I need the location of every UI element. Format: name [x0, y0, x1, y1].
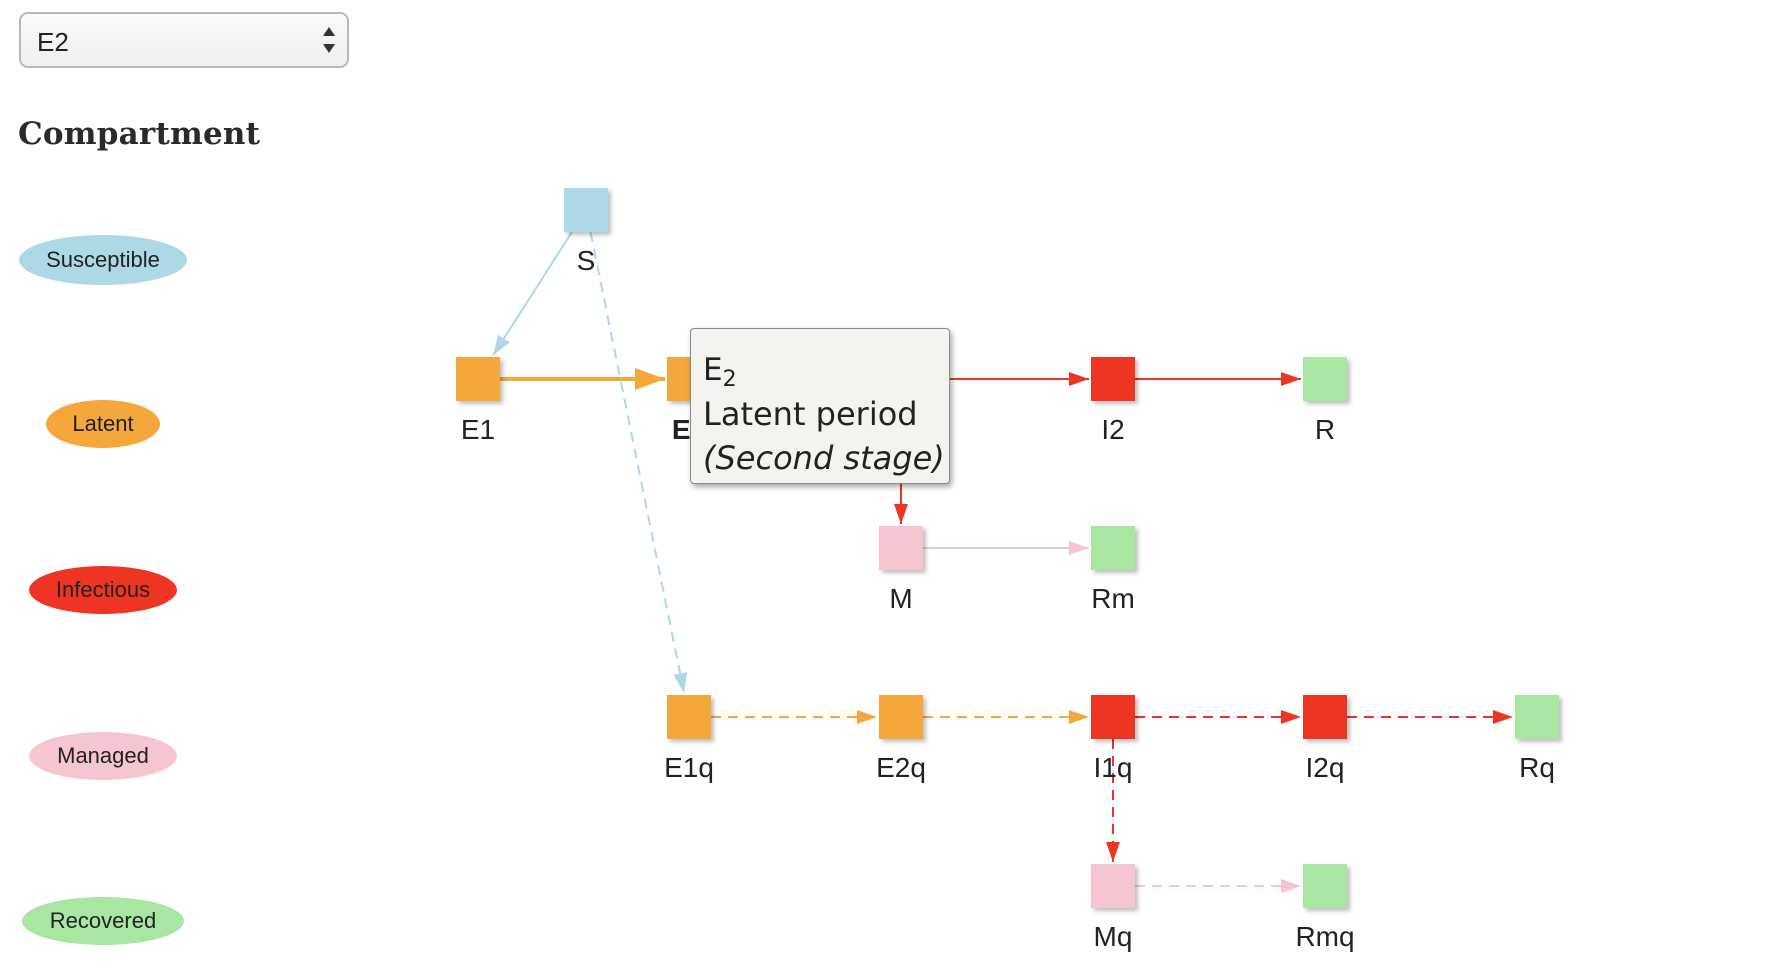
node-Rq[interactable]: Rq	[1515, 695, 1559, 783]
node-box[interactable]	[1091, 864, 1135, 908]
tooltip-symbol-letter: E	[703, 352, 723, 388]
node-box[interactable]	[879, 526, 923, 570]
node-E1[interactable]: E1	[456, 357, 500, 445]
node-E2q[interactable]: E2q	[876, 695, 926, 783]
legend-item-recovered: Recovered	[22, 897, 184, 945]
node-I1q[interactable]: I1q	[1091, 695, 1135, 783]
node-label: E1	[461, 414, 495, 445]
node-box[interactable]	[667, 695, 711, 739]
node-label: E2q	[876, 752, 926, 783]
node-label: M	[889, 583, 912, 614]
node-Rmq[interactable]: Rmq	[1295, 864, 1355, 952]
node-M[interactable]: M	[879, 526, 923, 614]
node-E1q[interactable]: E1q	[664, 695, 714, 783]
tooltip-note: (Second stage)	[703, 439, 945, 477]
node-label: I1q	[1094, 752, 1133, 783]
node-box[interactable]	[564, 188, 608, 232]
node-Mq[interactable]: Mq	[1091, 864, 1135, 952]
node-label: E1q	[664, 752, 714, 783]
node-R[interactable]: R	[1303, 357, 1347, 445]
node-box[interactable]	[1303, 695, 1347, 739]
tooltip-symbol: E2	[703, 347, 949, 392]
nodes-layer: SE1E2I1I2RMRmE1qE2qI1qI2qRqMqRmq	[456, 188, 1559, 952]
updown-arrows-icon	[323, 27, 335, 53]
node-label: Rmq	[1295, 921, 1354, 952]
tooltip-symbol-subscript: 2	[722, 367, 737, 392]
legend-label: Recovered	[49, 908, 157, 933]
legend-item-infectious: Infectious	[29, 566, 177, 614]
node-label: S	[577, 245, 596, 276]
node-box[interactable]	[456, 357, 500, 401]
node-box[interactable]	[879, 695, 923, 739]
node-box[interactable]	[1091, 526, 1135, 570]
legend-label: Latent	[72, 411, 134, 436]
legend-item-managed: Managed	[29, 732, 177, 780]
legend-label: Susceptible	[46, 247, 160, 272]
compartment-select[interactable]: E2	[19, 12, 349, 68]
node-box[interactable]	[1091, 357, 1135, 401]
edge-S-E1q	[589, 231, 688, 694]
node-Rm[interactable]: Rm	[1091, 526, 1135, 614]
node-S[interactable]: S	[564, 188, 608, 276]
legend-item-susceptible: Susceptible	[19, 235, 187, 285]
node-box[interactable]	[1091, 695, 1135, 739]
node-tooltip: E2 Latent period (Second stage)	[690, 328, 950, 484]
node-label: Rm	[1091, 583, 1135, 614]
node-label: I2q	[1306, 752, 1345, 783]
legend-label: Infectious	[55, 577, 151, 602]
node-label: Rq	[1519, 752, 1555, 783]
node-I2[interactable]: I2	[1091, 357, 1135, 445]
tooltip-name: Latent period	[703, 395, 918, 433]
node-box[interactable]	[1303, 864, 1347, 908]
edges-layer	[492, 231, 1513, 893]
legend-item-latent: Latent	[46, 400, 160, 448]
legend-title: Compartment	[18, 116, 261, 152]
legend-label: Managed	[57, 743, 149, 768]
node-label: I2	[1101, 414, 1124, 445]
select-value: E2	[37, 27, 69, 57]
node-box[interactable]	[1303, 357, 1347, 401]
node-box[interactable]	[1515, 695, 1559, 739]
node-label: Mq	[1094, 921, 1133, 952]
node-label: R	[1315, 414, 1335, 445]
edge-S-E1	[492, 231, 573, 356]
node-I2q[interactable]: I2q	[1303, 695, 1347, 783]
